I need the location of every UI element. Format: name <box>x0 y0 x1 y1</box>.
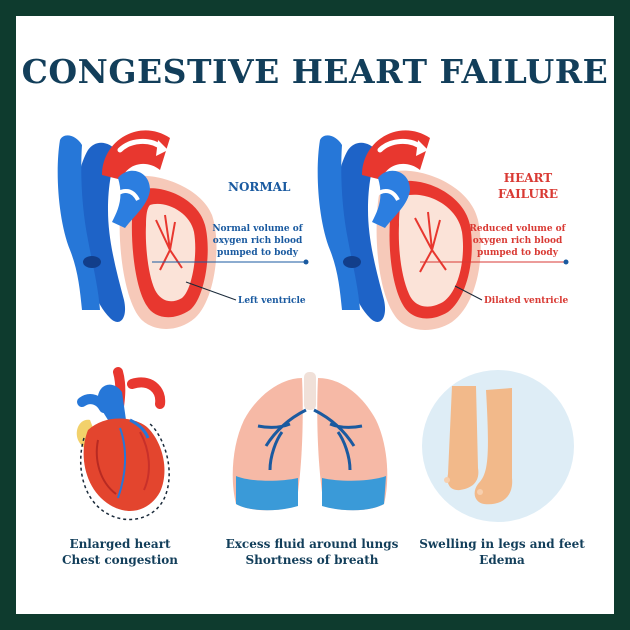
feet-illustration <box>422 370 574 522</box>
symptom-line: Enlarged heart <box>69 537 171 551</box>
symptom-caption-lungs: Excess fluid around lungs Shortness of b… <box>212 536 412 568</box>
enlarged-heart-illustration <box>76 367 170 521</box>
page-title: CONGESTIVE HEART FAILURE <box>21 52 609 91</box>
symptom-caption-feet: Swelling in legs and feet Edema <box>402 536 602 568</box>
left-ventricle-label: Left ventricle <box>238 296 306 306</box>
normal-heart-illustration <box>57 130 309 329</box>
failure-heading: HEART FAILURE <box>497 171 559 201</box>
dilated-ventricle-label: Dilated ventricle <box>484 296 569 306</box>
failure-heart-illustration <box>317 130 569 330</box>
symptom-caption-heart: Enlarged heart Chest congestion <box>20 536 220 568</box>
failure-note: Reduced volume of oxygen rich blood pump… <box>469 224 566 258</box>
normal-note: Normal volume of oxygen rich blood pumpe… <box>212 224 303 258</box>
symptom-line: Swelling in legs and feet <box>419 537 585 551</box>
normal-heading: NORMAL <box>228 180 291 194</box>
symptom-line: Excess fluid around lungs <box>225 537 399 551</box>
symptom-line: Shortness of breath <box>245 553 379 567</box>
lungs-illustration <box>232 372 388 511</box>
symptom-line: Chest congestion <box>61 553 179 567</box>
symptom-line: Edema <box>479 553 525 567</box>
